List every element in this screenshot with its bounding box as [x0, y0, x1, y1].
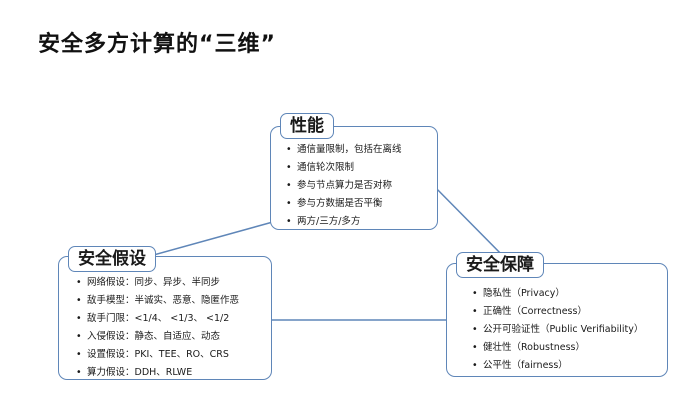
guarantees-list: 隐私性（Privacy） 正确性（Correctness） 公开可验证性（Pub…	[447, 264, 667, 375]
assumption-item: 敌手模型：半诚实、恶意、隐匿作恶	[75, 292, 265, 310]
guarantee-item: 公平性（fairness）	[471, 357, 661, 375]
performance-item: 通信量限制，包括在离线	[285, 141, 427, 159]
assumption-item: 设置假设：PKI、TEE、RO、CRS	[75, 346, 265, 364]
connector-performance-guarantees	[427, 179, 511, 264]
performance-item: 参与方数据是否平衡	[285, 195, 427, 213]
performance-item: 两方/三方/多方	[285, 213, 427, 231]
guarantee-item: 隐私性（Privacy）	[471, 285, 661, 303]
connector-performance-assumptions	[149, 219, 281, 257]
page-title: 安全多方计算的“三维”	[38, 32, 276, 57]
guarantee-item: 健壮性（Robustness）	[471, 339, 661, 357]
performance-item: 参与节点算力是否对称	[285, 177, 427, 195]
guarantee-item: 正确性（Correctness）	[471, 303, 661, 321]
assumption-item: 算力假设：DDH、RLWE	[75, 364, 265, 382]
assumptions-box: 网络假设：同步、异步、半同步 敌手模型：半诚实、恶意、隐匿作恶 敌手门限：<1/…	[58, 256, 272, 382]
assumption-item: 入侵假设：静态、自适应、动态	[75, 328, 265, 346]
assumptions-list: 网络假设：同步、异步、半同步 敌手模型：半诚实、恶意、隐匿作恶 敌手门限：<1/…	[59, 257, 271, 382]
assumptions-label: 安全假设	[68, 246, 156, 272]
guarantees-box: 隐私性（Privacy） 正确性（Correctness） 公开可验证性（Pub…	[446, 263, 668, 377]
assumption-item: 敌手门限：<1/4、 <1/3、 <1/2	[75, 310, 265, 328]
performance-box: 通信量限制，包括在离线 通信轮次限制 参与节点算力是否对称 参与方数据是否平衡 …	[270, 126, 438, 231]
performance-label: 性能	[280, 113, 334, 139]
guarantee-item: 公开可验证性（Public Verifiability）	[471, 321, 661, 339]
performance-item: 通信轮次限制	[285, 159, 427, 177]
performance-list: 通信量限制，包括在离线 通信轮次限制 参与节点算力是否对称 参与方数据是否平衡 …	[271, 127, 437, 231]
assumption-item: 网络假设：同步、异步、半同步	[75, 274, 265, 292]
guarantees-label: 安全保障	[456, 252, 544, 278]
